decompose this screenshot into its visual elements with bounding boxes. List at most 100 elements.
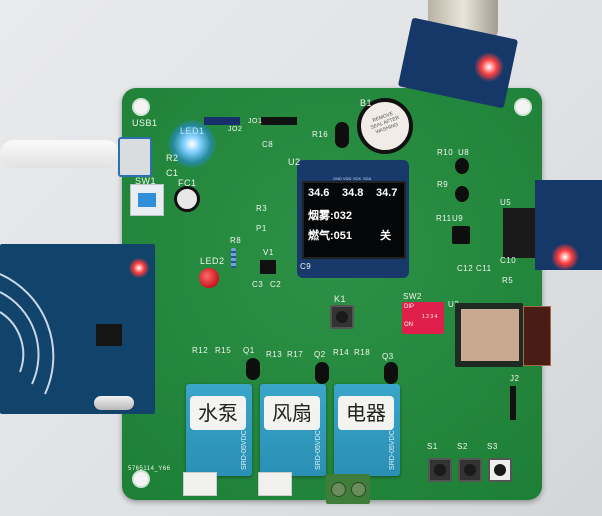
temp-3: 34.7: [376, 187, 398, 199]
label-u5: U5: [500, 198, 512, 207]
usb-c-connector: [118, 137, 152, 177]
label-r16: R16: [312, 130, 329, 139]
button-s2[interactable]: [458, 458, 482, 482]
gas-reading: 燃气:051: [308, 230, 353, 242]
label-u3: U3: [448, 300, 460, 309]
label-r8: R8: [230, 236, 242, 245]
connector-jp2: [258, 472, 292, 496]
relay-fan: 风扇 SRD-05VDC-SL-C: [260, 384, 326, 476]
relay-label-appliance: 电器: [338, 396, 394, 430]
label-c12: C12: [457, 264, 474, 273]
wifi-module-u3: [455, 303, 523, 367]
label-r5: R5: [502, 276, 514, 285]
button-s3[interactable]: [488, 458, 512, 482]
label-r3: R3: [256, 204, 268, 213]
label-c8: C8: [262, 140, 274, 149]
gas-sensor-red-led: [474, 52, 504, 82]
label-u2: U2: [288, 157, 301, 167]
label-k1: K1: [334, 294, 347, 304]
label-r18: R18: [354, 348, 371, 357]
header-jo2: [204, 117, 240, 125]
device-state: 关: [380, 230, 391, 242]
oled-pin-sda: SDA: [363, 176, 372, 181]
label-jo1: JO1: [248, 118, 263, 125]
dip-numbers: 1 2 3 4: [422, 314, 438, 320]
relay-label-fan: 风扇: [264, 396, 320, 430]
oled-screen: 34.6 34.8 34.7 烟雾:032 燃气:051 关: [302, 181, 406, 259]
temp-1: 34.6: [308, 187, 330, 199]
mount-hole: [132, 470, 150, 488]
label-sw2: SW2: [403, 292, 422, 301]
led2-red: [199, 268, 219, 288]
buzzer-sticker-text: REMOVE SEAL AFTER WASHING: [369, 110, 401, 136]
transistor-q3: [384, 362, 398, 384]
label-r15: R15: [215, 346, 232, 355]
connector-jp1: [183, 472, 217, 496]
relay-appliance: 电器 SRD-05VDC-SL-C: [334, 384, 400, 476]
relay-model: SRD-05VDC-SL-C: [389, 412, 396, 470]
button-s1[interactable]: [428, 458, 452, 482]
oled-pin-gnd: GND: [333, 176, 342, 181]
label-s3: S3: [487, 442, 498, 451]
dip-switch-sw2[interactable]: DIP ON 1 2 3 4: [402, 302, 444, 334]
label-fc1: FC1: [178, 178, 197, 188]
transistor-q1: [246, 358, 260, 380]
buzzer-b1: REMOVE SEAL AFTER WASHING: [357, 98, 413, 154]
dip-label: DIP: [404, 304, 415, 310]
temp-sensor-red-led: [550, 244, 580, 270]
oled-pin-sck: SCK: [353, 176, 362, 181]
wifi-shield: [461, 309, 519, 361]
label-j2: J2: [510, 374, 520, 383]
on-label: ON: [404, 322, 413, 328]
label-r9: R9: [437, 180, 449, 189]
rfid-antenna-icon: [0, 273, 55, 395]
label-u9: U9: [452, 214, 464, 223]
label-q1: Q1: [243, 346, 255, 355]
label-r2: R2: [166, 153, 179, 163]
label-r17: R17: [287, 350, 304, 359]
screw-2: [351, 482, 366, 497]
sensor-u9: [452, 226, 470, 244]
rfid-chip: [96, 324, 122, 346]
label-v1: V1: [263, 248, 274, 257]
label-c2: C2: [270, 280, 282, 289]
usb-cable: [0, 140, 120, 168]
led1-blue-glow: [168, 120, 216, 168]
label-jo2: JO2: [228, 126, 243, 133]
board-id: 5765114_Y66: [128, 466, 171, 472]
temp-2: 34.8: [342, 187, 364, 199]
label-c11: C11: [476, 264, 492, 273]
label-q3: Q3: [382, 352, 394, 361]
relay-water-pump: 水泵 SRD-05VDC-SL-C: [186, 384, 252, 476]
relay-model: SRD-05VDC-SL-C: [241, 412, 248, 470]
label-usb1: USB1: [132, 118, 158, 128]
label-r14: R14: [333, 348, 350, 357]
regulator-v1: [260, 260, 276, 274]
transistor-q: [335, 122, 349, 148]
label-led2: LED2: [200, 256, 225, 266]
mount-hole: [514, 98, 532, 116]
label-led1: LED1: [180, 126, 205, 136]
relay-model: SRD-05VDC-SL-C: [315, 412, 322, 470]
label-c9: C9: [300, 262, 312, 271]
button-k1[interactable]: [330, 305, 354, 329]
label-r10: R10: [437, 148, 454, 157]
label-r12: R12: [192, 346, 209, 355]
switch-knob[interactable]: [138, 193, 156, 207]
mount-hole: [132, 98, 150, 116]
relay-label-water-pump: 水泵: [190, 396, 246, 430]
oled-pin-vdd: VDD: [343, 176, 352, 181]
label-b1: B1: [360, 98, 373, 108]
antenna-trace: [523, 306, 551, 366]
label-c1: C1: [166, 168, 179, 178]
rfid-reader-module: [0, 244, 155, 414]
screw-terminal: [326, 474, 370, 504]
label-r11: R11: [436, 214, 452, 223]
header-u5: [503, 208, 537, 258]
label-q2: Q2: [314, 350, 326, 359]
rfid-crystal: [94, 396, 134, 410]
rfid-red-led: [128, 258, 150, 278]
smoke-reading: 烟雾:032: [308, 210, 353, 222]
label-r13: R13: [266, 350, 283, 359]
power-switch[interactable]: [130, 184, 164, 216]
